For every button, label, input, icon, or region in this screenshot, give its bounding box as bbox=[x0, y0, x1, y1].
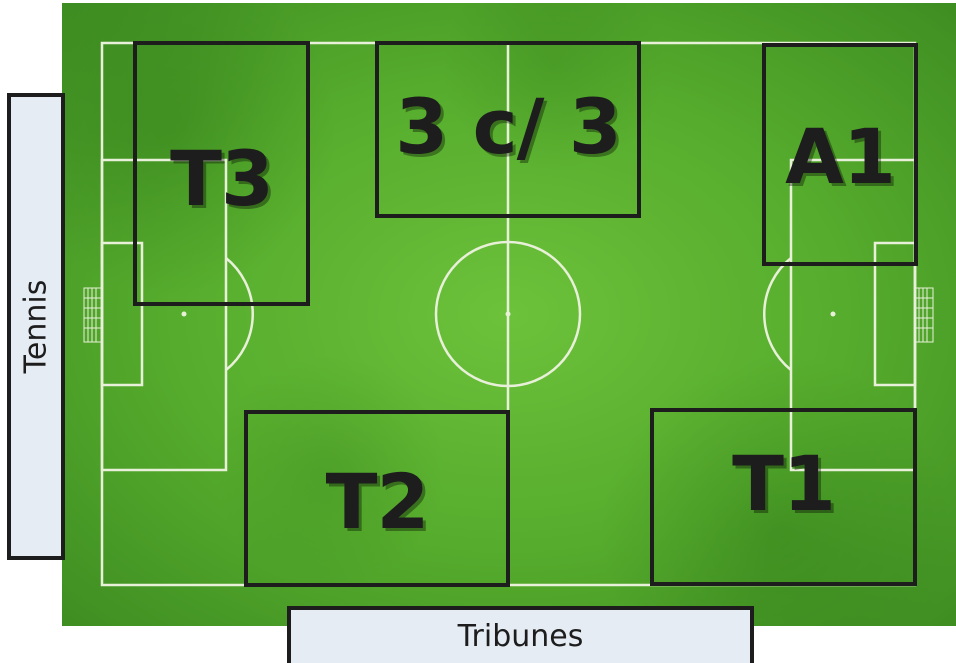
left-goal bbox=[84, 288, 102, 342]
zone-3c3-label: 3 c/ 3 bbox=[395, 89, 621, 165]
left-penalty-spot bbox=[182, 312, 187, 317]
tribunes-label: Tribunes bbox=[458, 619, 584, 654]
zone-t1: T1 bbox=[650, 408, 917, 586]
zone-t2: T2 bbox=[244, 410, 510, 587]
centre-spot bbox=[506, 312, 511, 317]
zone-a1-label: A1 bbox=[785, 119, 895, 195]
zone-a1: A1 bbox=[762, 43, 918, 266]
zone-t3: T3 bbox=[133, 41, 310, 306]
zone-t2-label: T2 bbox=[326, 464, 429, 540]
tennis-area: Tennis bbox=[7, 93, 65, 560]
tribunes-area: Tribunes bbox=[287, 606, 754, 663]
right-penalty-spot bbox=[831, 312, 836, 317]
zone-t1-label: T1 bbox=[732, 446, 835, 522]
zone-3c3: 3 c/ 3 bbox=[375, 41, 641, 218]
zone-t3-label: T3 bbox=[170, 141, 273, 217]
right-penalty-arc bbox=[764, 258, 791, 370]
tennis-label: Tennis bbox=[19, 280, 54, 374]
right-goal bbox=[915, 288, 933, 342]
